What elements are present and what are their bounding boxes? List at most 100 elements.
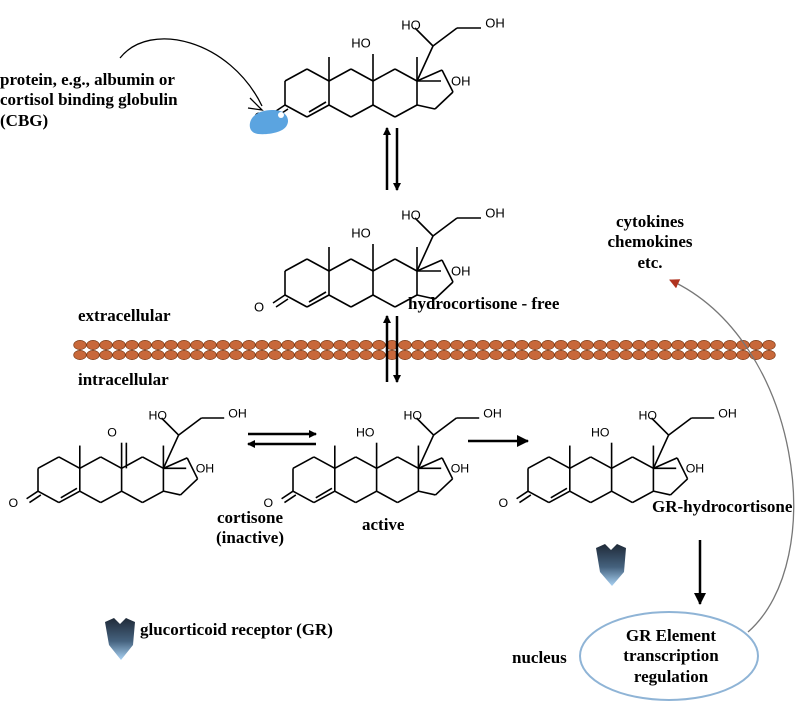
- bond: [121, 456, 143, 470]
- bond: [652, 434, 670, 469]
- cytokines-line3: etc.: [637, 252, 663, 272]
- bond: [163, 457, 188, 470]
- bond: [441, 259, 454, 283]
- membrane-lipid: [463, 340, 477, 350]
- ketone-bond: [272, 294, 286, 304]
- membrane-lipid: [658, 340, 672, 350]
- membrane-lipid: [411, 350, 425, 360]
- bond: [668, 417, 692, 436]
- atom-oh21: OH: [228, 406, 247, 420]
- active-label: active: [362, 515, 405, 534]
- bond: [434, 281, 454, 300]
- bond: [372, 294, 396, 308]
- membrane-lipid: [320, 350, 334, 360]
- bond: [79, 490, 102, 504]
- double-bond: [550, 487, 568, 499]
- bond: [416, 104, 436, 110]
- atom-ho20: HO: [638, 408, 657, 422]
- membrane-lipid: [593, 340, 607, 350]
- membrane-lipid: [580, 340, 594, 350]
- membrane-lipid: [411, 340, 425, 350]
- bond: [350, 104, 374, 118]
- bond: [328, 294, 352, 308]
- membrane-lipid: [294, 350, 308, 360]
- atom-o3: O: [263, 496, 273, 510]
- membrane-lipid: [86, 340, 100, 350]
- membrane-lipid: [502, 350, 516, 360]
- bond: [632, 456, 654, 470]
- membrane-lipid: [723, 340, 737, 350]
- bond: [163, 490, 181, 496]
- membrane-lipid: [73, 350, 87, 360]
- bond: [432, 27, 458, 47]
- bond: [418, 490, 436, 496]
- membrane-lipid: [112, 340, 126, 350]
- ketone-bond: [516, 490, 529, 500]
- membrane-lipid: [645, 350, 659, 360]
- bond: [569, 456, 592, 470]
- gr-legend-label: glucorticoid receptor (GR): [140, 620, 333, 639]
- bond: [417, 434, 435, 469]
- membrane-lipid: [86, 350, 100, 360]
- bond: [376, 456, 398, 470]
- atom-o3: O: [254, 299, 264, 314]
- membrane-lipid: [632, 350, 646, 360]
- bond: [376, 490, 398, 504]
- membrane-lipid: [242, 350, 256, 360]
- ketone-bond: [519, 494, 532, 504]
- membrane-lipid: [645, 340, 659, 350]
- membrane-lipid: [281, 340, 295, 350]
- bond: [162, 434, 180, 469]
- bond: [186, 457, 199, 480]
- ketone-bond: [29, 494, 42, 504]
- membrane-lipid: [593, 350, 607, 360]
- cortisone-line2: (inactive): [216, 528, 284, 548]
- membrane-lipid: [606, 340, 620, 350]
- bond: [548, 456, 571, 470]
- membrane-lipid: [242, 340, 256, 350]
- bond: [416, 259, 443, 272]
- bond: [178, 417, 202, 436]
- bond: [416, 45, 434, 82]
- atom-ho20: HO: [401, 17, 421, 32]
- nucleus-label: nucleus: [512, 648, 567, 667]
- bond: [313, 490, 336, 504]
- membrane-lipid: [450, 350, 464, 360]
- membrane-lipid: [255, 350, 269, 360]
- membrane-lipid: [177, 350, 191, 360]
- bond: [394, 258, 418, 272]
- membrane-lipid: [229, 350, 243, 360]
- gr-element-line1: GR Element: [625, 626, 717, 645]
- atom-ho11: HO: [351, 35, 371, 50]
- bond: [350, 294, 374, 308]
- ketone-bond: [284, 494, 297, 504]
- bond: [372, 258, 396, 272]
- bond: [669, 478, 689, 496]
- membrane-lipid: [710, 340, 724, 350]
- bond: [160, 417, 180, 436]
- bond: [328, 104, 352, 118]
- membrane-lipid: [476, 340, 490, 350]
- membrane-lipid: [307, 350, 321, 360]
- membrane-lipid: [372, 340, 386, 350]
- membrane-lipid: [99, 340, 113, 350]
- cytokines-line1: cytokines: [616, 212, 684, 231]
- bond: [100, 490, 122, 504]
- atom-ho20: HO: [403, 408, 422, 422]
- membrane-lipid: [762, 340, 776, 350]
- atom-ho20: HO: [148, 408, 167, 422]
- membrane-lipid: [541, 340, 555, 350]
- bond: [394, 294, 418, 308]
- bond: [313, 456, 336, 470]
- gr-hydrocortisone-label: GR-hydrocortisone: [652, 497, 793, 516]
- bond: [397, 456, 419, 470]
- bond: [355, 490, 377, 504]
- protein-label-line2: cortisol binding globulin: [0, 90, 178, 110]
- bond: [416, 69, 443, 82]
- bond: [58, 456, 81, 470]
- membrane-lipid: [73, 340, 87, 350]
